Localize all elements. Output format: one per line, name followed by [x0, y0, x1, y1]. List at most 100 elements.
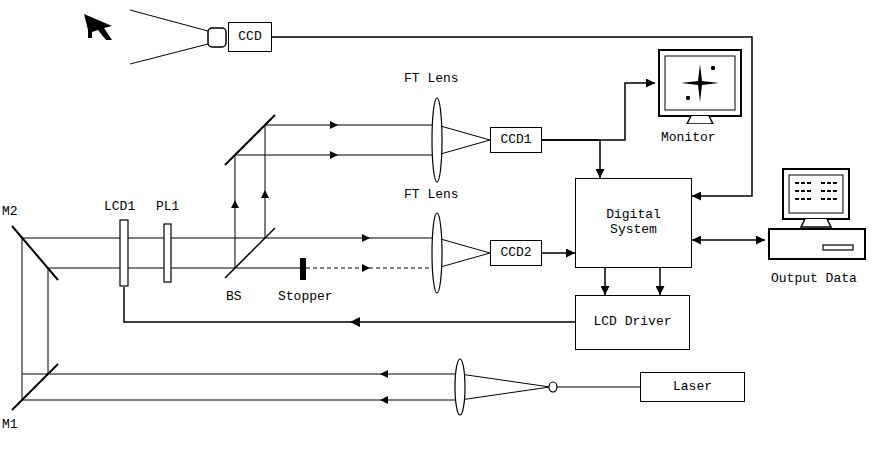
node-label: LCD Driver — [593, 315, 671, 330]
part-label: PL1 — [156, 200, 179, 215]
lens — [432, 98, 465, 415]
computer-icon — [823, 245, 853, 250]
pinhole — [549, 382, 557, 392]
beam-arrow — [362, 234, 370, 242]
computer-icon — [821, 182, 837, 184]
light-beam — [48, 268, 300, 269]
light-beam — [460, 374, 550, 387]
part-label: BS — [226, 290, 242, 305]
monitor-icon — [665, 56, 735, 110]
light-beam — [22, 374, 460, 375]
light-beam — [235, 155, 236, 268]
computer-icon — [795, 198, 811, 200]
signal-connector — [604, 268, 606, 295]
monitor: Monitor — [655, 48, 747, 146]
light-beam — [22, 238, 437, 239]
beam-stopper — [300, 258, 306, 280]
node-label: Output Data — [765, 272, 857, 287]
part-label: Stopper — [278, 290, 333, 305]
ccd-box: CCD1 — [490, 127, 542, 153]
beam-arrow — [380, 396, 388, 404]
light-beam — [265, 125, 266, 238]
part-label: LCD1 — [104, 200, 135, 215]
computer-icon — [821, 190, 837, 192]
part-label: FT Lens — [404, 188, 459, 203]
beam-splitter — [225, 228, 275, 278]
mirror — [225, 115, 275, 165]
camera-view-cone — [130, 10, 226, 64]
node-label: CCD — [238, 30, 261, 45]
signal-connector — [542, 83, 655, 140]
lcd-plate — [120, 220, 128, 286]
light-beam — [556, 387, 640, 388]
signal-connector — [272, 37, 752, 196]
process-box: Digital System — [575, 178, 692, 268]
beam-arrow — [330, 121, 338, 129]
driver-box: LCD Driver — [575, 295, 690, 350]
node-label: Monitor — [655, 131, 716, 146]
mirror — [12, 364, 58, 410]
node-label: CCD2 — [500, 246, 531, 261]
computer-icon — [789, 175, 843, 213]
beam-arrow — [380, 370, 388, 378]
airplane-icon — [84, 14, 112, 40]
beam-arrow — [231, 200, 239, 208]
computer-icon — [783, 169, 849, 219]
beam-arrow — [231, 121, 388, 404]
monitor-icon — [687, 116, 713, 124]
beam-arrow — [261, 190, 269, 198]
signal-connector — [659, 268, 661, 295]
monitor-icon — [659, 50, 741, 116]
beam-splitter — [225, 228, 275, 278]
laser-box: Laser — [640, 372, 745, 402]
light-beam — [22, 125, 640, 400]
light-beam — [437, 125, 490, 140]
lcd-plate — [120, 220, 128, 286]
lcd-drive-wire — [124, 287, 575, 322]
computer-icon — [795, 190, 811, 192]
computer-icon — [765, 165, 870, 265]
monitor-icon — [655, 48, 747, 124]
camera-box: CCD — [228, 22, 272, 52]
mirror — [12, 226, 58, 280]
light-beam — [306, 268, 437, 269]
lens — [432, 98, 442, 182]
signal-connector — [542, 252, 575, 254]
computer-icon — [801, 219, 831, 227]
light-beam — [48, 268, 49, 374]
beam-arrow — [362, 264, 370, 272]
part-label: M1 — [2, 418, 18, 433]
camera-view-cone — [208, 28, 226, 47]
lcd-drive-wire — [124, 287, 575, 322]
computer-icon — [769, 229, 865, 259]
monitor-icon — [711, 66, 715, 70]
node-label: Digital System — [582, 208, 685, 238]
polarizer-plate — [164, 224, 171, 282]
light-beam — [437, 238, 490, 253]
beam-stopper — [300, 258, 306, 280]
node-label: CCD1 — [500, 133, 531, 148]
computer: Output Data — [765, 165, 870, 287]
light-beam — [437, 253, 490, 268]
light-beam — [437, 140, 490, 155]
lens — [432, 213, 442, 293]
mirror — [12, 115, 275, 410]
camera-view-cone — [130, 44, 208, 64]
airplane-icon — [84, 14, 112, 40]
camera-view-cone — [130, 10, 208, 31]
node-label: Laser — [673, 380, 712, 395]
polarizer-plate — [164, 224, 171, 282]
part-label: FT Lens — [404, 72, 459, 87]
pinhole — [549, 382, 557, 392]
signal-connector — [692, 239, 765, 241]
part-label: M2 — [2, 205, 18, 220]
monitor-icon — [681, 64, 719, 102]
computer-icon — [795, 182, 811, 184]
wire-arrow — [350, 317, 360, 327]
ccd-box: CCD2 — [490, 240, 542, 266]
beam-arrow — [330, 151, 338, 159]
computer-icon — [821, 198, 837, 200]
light-beam — [22, 400, 460, 401]
signal-connector — [542, 140, 600, 178]
light-beam — [265, 125, 437, 126]
